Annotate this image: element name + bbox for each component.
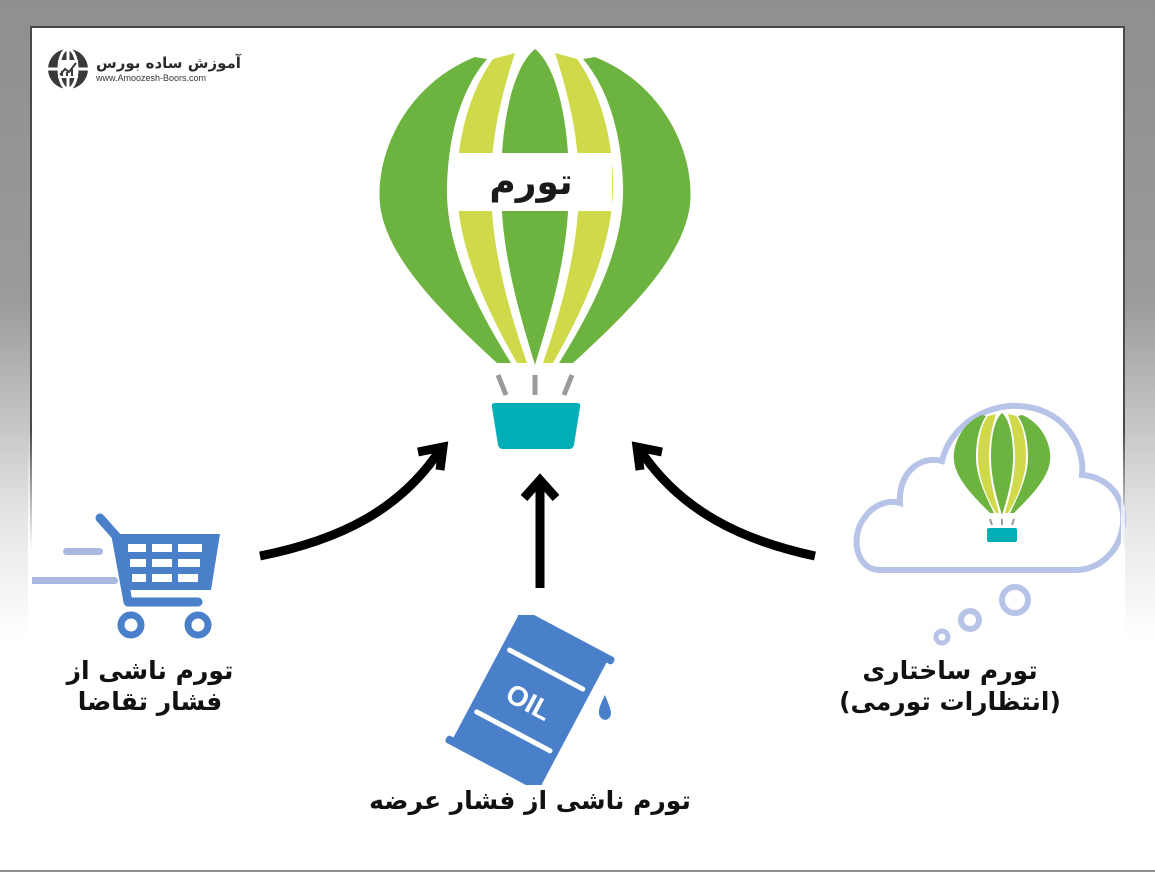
demand-pull-label-line2: فشار تقاضا: [77, 687, 223, 717]
hot-air-balloon-icon: [379, 49, 691, 449]
shopping-cart-icon: [28, 513, 220, 639]
oil-barrel-icon: OIL: [445, 615, 615, 785]
structural-inflation-label-line1: تورم ساختاری: [862, 656, 1038, 685]
structural-inflation-label-line2: (انتظارات تورمی): [839, 687, 1061, 717]
arrow-right-icon: [636, 447, 816, 561]
cost-push-label: تورم ناشی از فشار عرضه: [369, 786, 691, 815]
demand-pull-label: تورم ناشی از فشار تقاضا: [50, 655, 250, 718]
thought-cloud-balloon-icon: [853, 402, 1127, 646]
frame-fade-right: [1121, 430, 1125, 870]
logo-url[interactable]: www.Amoozesh-Boors.com: [96, 72, 207, 83]
frame-fade-left: [28, 430, 32, 870]
arrow-left-icon: [259, 447, 444, 561]
balloon-title-banner: تورم: [450, 153, 612, 211]
structural-inflation-label: تورم ساختاری (انتظارات تورمی): [825, 655, 1075, 718]
logo-title: آموزش ساده بورس: [96, 53, 241, 72]
demand-pull-label-line1: تورم ناشی از: [66, 656, 234, 685]
globe-chart-icon: [48, 47, 88, 91]
site-logo[interactable]: آموزش ساده بورس www.Amoozesh-Boors.com: [46, 47, 241, 91]
